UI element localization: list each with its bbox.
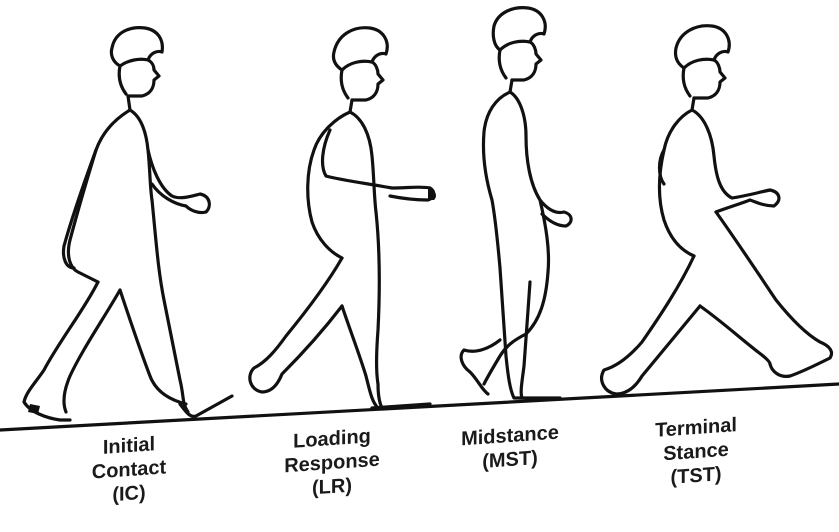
figure-tst-chest	[692, 110, 779, 212]
figure-tst-torso	[660, 98, 695, 256]
label-midstance: Midstance (MST)	[440, 419, 580, 477]
figure-midstance	[461, 8, 571, 398]
figure-ic-face	[128, 60, 159, 96]
figure-lr-face	[352, 62, 383, 100]
label-terminal-stance: Terminal Stance (TST)	[626, 411, 766, 493]
figure-tst-leg-front-inner	[700, 306, 770, 364]
figure-lr-hair	[333, 28, 387, 70]
figure-ic-front-foot	[180, 396, 232, 416]
figure-mst-torso	[483, 80, 512, 268]
figure-lr-chest	[350, 112, 376, 212]
label-initial-contact: Initial Contact (IC)	[64, 429, 194, 510]
figure-tst-leg-front	[716, 212, 832, 376]
figure-ic-arm	[148, 150, 209, 213]
figure-mst-hair	[493, 8, 545, 50]
figure-mst-leg-swing	[484, 272, 548, 384]
figure-ic-back-head	[119, 66, 126, 94]
figure-ic-hair	[111, 28, 162, 66]
figure-lr-leg-rear	[250, 258, 342, 392]
figure-mst-leg-stance-inner	[521, 282, 530, 398]
figure-ic-leg-front-inner	[120, 290, 186, 404]
figure-mst-back-head	[499, 50, 506, 78]
figure-lr-leg-front	[376, 212, 382, 408]
figure-ic-torso	[68, 96, 130, 282]
figure-initial-contact	[24, 28, 232, 420]
figure-lr-hand	[428, 188, 436, 200]
figure-ic-leg-rear	[24, 282, 98, 420]
figure-mst-belly	[540, 200, 549, 272]
figure-lr-leg-front-inner	[342, 306, 378, 408]
figure-tst-leg-rear	[602, 256, 700, 394]
figure-ic-leg-front	[152, 200, 188, 412]
figure-terminal-stance	[602, 26, 832, 394]
figure-lr-arm	[323, 130, 434, 200]
figure-ic-leg-rear-inner	[64, 290, 120, 412]
figure-loading-response	[250, 28, 436, 408]
figure-tst-back-head	[683, 68, 690, 96]
label-loading-response: Loading Response (LR)	[262, 422, 402, 504]
figure-tst-hair	[675, 26, 729, 68]
figure-tst-face	[694, 60, 725, 98]
figure-ic-heel	[28, 404, 40, 414]
figure-mst-face	[512, 42, 541, 80]
figure-lr-back-head	[341, 70, 348, 98]
